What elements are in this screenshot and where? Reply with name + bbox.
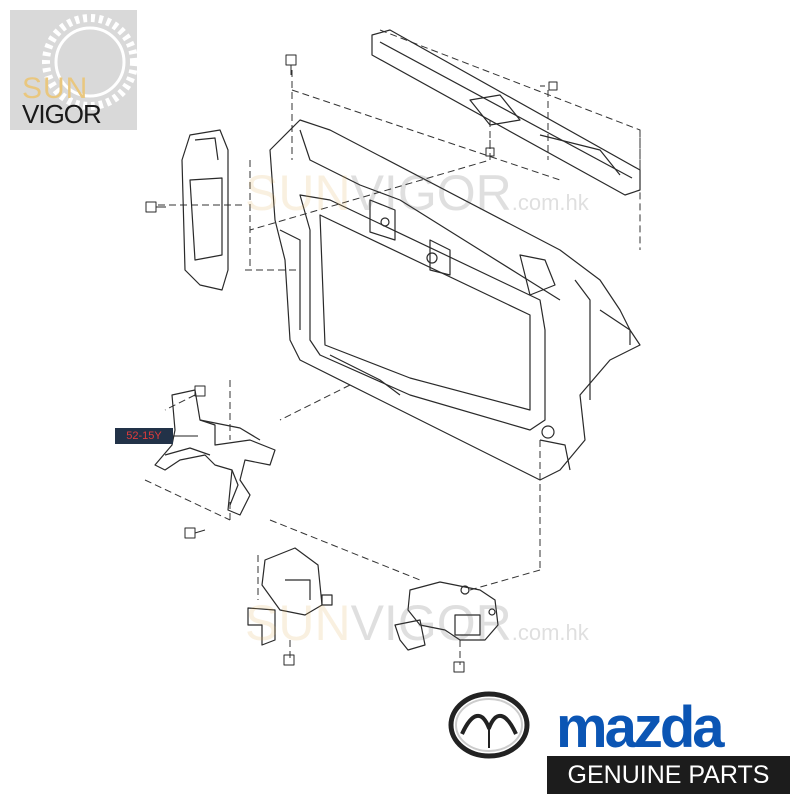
part-callout-label[interactable]: 52-15Y [115,428,173,444]
watermark-domain: .com.hk [511,620,589,645]
watermark-vigor: VIGOR [350,595,512,651]
genuine-parts-banner: GENUINE PARTS [547,756,790,794]
sunvigor-logo: SUN VIGOR [10,10,137,130]
watermark-sun: SUN [245,165,351,221]
watermark-sun: SUN [245,595,351,651]
mazda-wordmark: mazda [556,699,784,757]
bolts [145,54,558,673]
mazda-emblem-icon [448,691,530,759]
upper-rail [371,29,641,196]
watermark-vigor: VIGOR [350,165,512,221]
bottom-right-bracket [394,581,499,651]
logo-sun-text: SUN [22,72,89,105]
watermark-domain: .com.hk [511,190,589,215]
watermark-bottom: SUNVIGOR.com.hk [245,598,589,648]
left-side-bracket [181,129,229,291]
logo-vigor-text: VIGOR [22,99,102,129]
gear-icon [42,14,137,110]
lower-left-bracket [154,389,276,516]
watermark-mid: SUNVIGOR.com.hk [245,168,589,218]
dashed-leaders [144,29,641,665]
core-support-frame [269,119,641,481]
